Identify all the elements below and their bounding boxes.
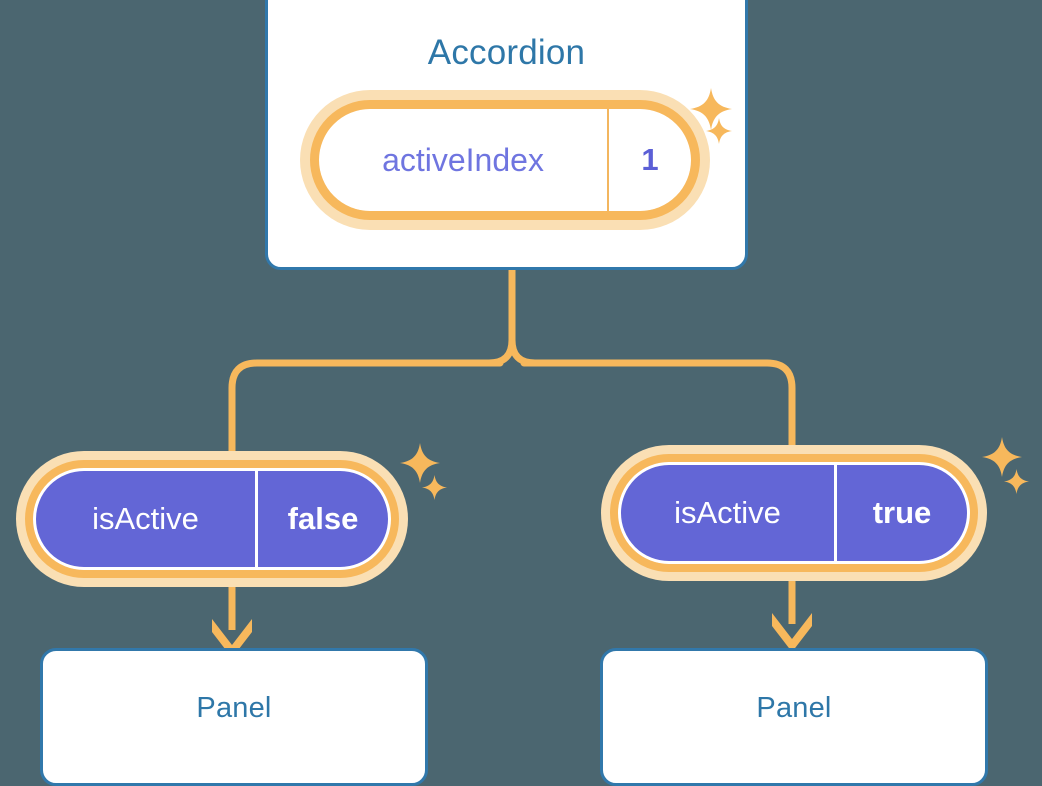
pill-ring: isActive false — [25, 460, 399, 578]
state-value-label: false — [287, 501, 359, 536]
pill-inner: activeIndex 1 — [319, 109, 691, 211]
diagram-canvas: Accordion activeIndex 1 isActive false — [16, 0, 1029, 786]
connector-stem — [485, 266, 516, 367]
state-value-label: true — [872, 495, 932, 530]
pill-ring: isActive true — [610, 454, 978, 572]
state-pill-is-active-left[interactable]: isActive false — [16, 451, 408, 587]
arrow-down-icon-right — [772, 613, 812, 652]
state-key-label: isActive — [36, 471, 258, 567]
connector-branch-right — [520, 359, 796, 459]
state-pill-is-active-right[interactable]: isActive true — [601, 445, 987, 581]
panel-card-left[interactable]: Panel — [40, 648, 428, 786]
accordion-title: Accordion — [427, 33, 586, 72]
connector-stem-mirror — [508, 336, 539, 367]
connector-branch-left — [228, 359, 504, 464]
pill-ring: activeIndex 1 — [310, 100, 700, 220]
panel-title-left: Panel — [196, 692, 272, 724]
state-key-label: activeIndex — [319, 109, 609, 211]
sparkle-right-small — [1004, 469, 1029, 494]
panel-title-right: Panel — [756, 692, 832, 724]
sparkle-right-big — [982, 437, 1022, 477]
state-key-label: isActive — [621, 465, 837, 561]
state-value-label: 1 — [641, 142, 659, 177]
sparkle-left-big — [400, 443, 440, 483]
panel-card-right[interactable]: Panel — [600, 648, 988, 786]
sparkle-left-small — [422, 475, 447, 500]
pill-inner: isActive true — [618, 462, 970, 564]
pill-inner: isActive false — [33, 468, 391, 570]
state-pill-active-index[interactable]: activeIndex 1 — [300, 90, 710, 230]
